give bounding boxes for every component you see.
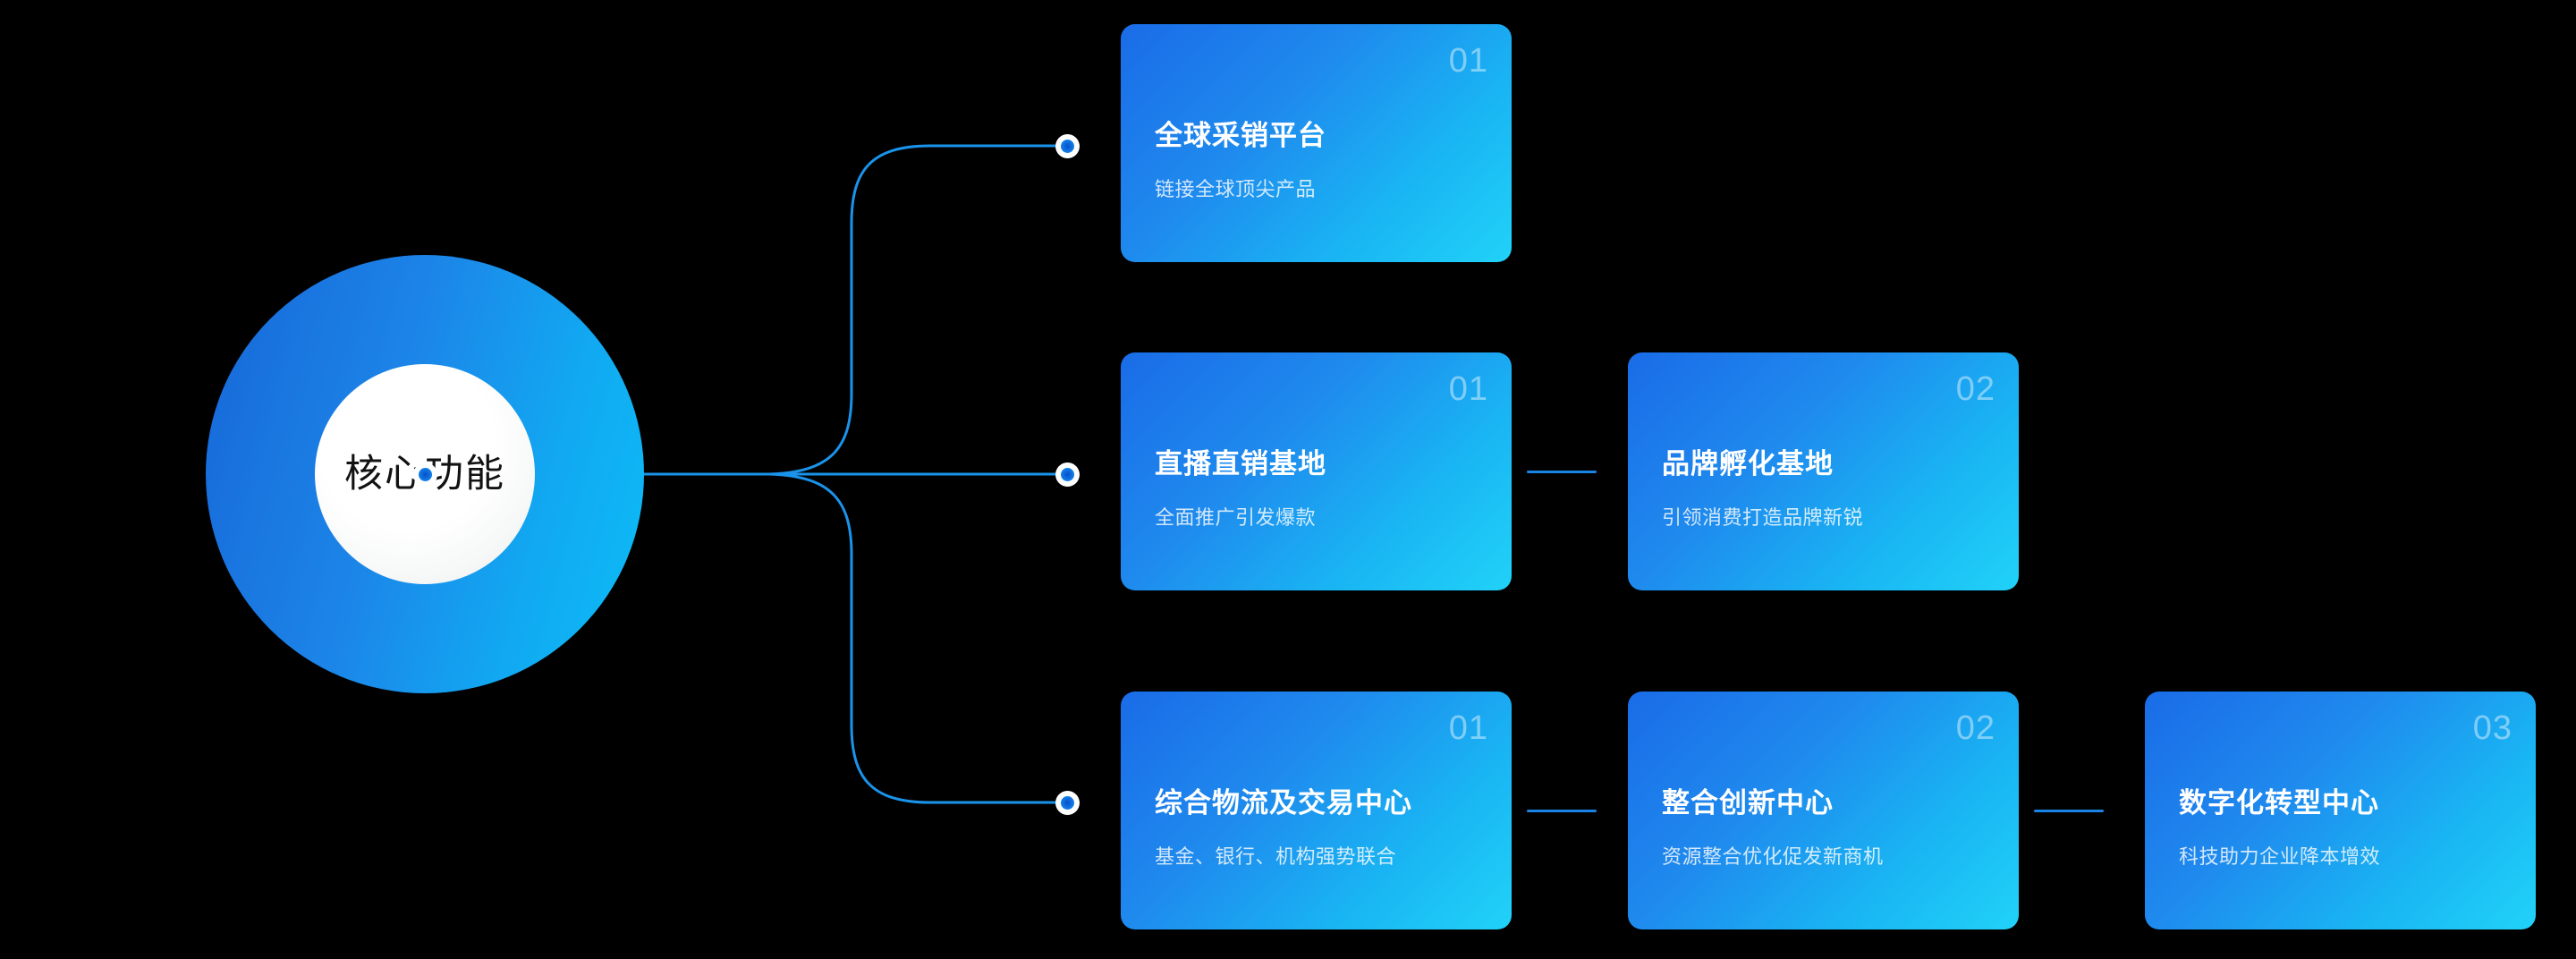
connector-branch-top	[768, 144, 1055, 476]
card-global-sourcing-platform[interactable]: 01 全球采销平台 链接全球顶尖产品	[1121, 24, 1512, 262]
card-number: 03	[2472, 709, 2512, 747]
card-subtitle: 引领消费打造品牌新锐	[1662, 506, 1864, 529]
card-subtitle: 链接全球顶尖产品	[1155, 178, 1317, 200]
card-title: 综合物流及交易中心	[1155, 787, 1412, 819]
node-dot-branch-middle[interactable]	[1055, 463, 1080, 487]
card-live-streaming-base[interactable]: 01 直播直销基地 全面推广引发爆款	[1121, 352, 1512, 590]
card-digital-transformation-center[interactable]: 03 数字化转型中心 科技助力企业降本增效	[2145, 692, 2536, 929]
card-link-row2-1to2	[1527, 471, 1597, 473]
node-dot-hub[interactable]	[413, 463, 437, 487]
card-subtitle: 科技助力企业降本增效	[2179, 845, 2381, 868]
card-number: 02	[1955, 370, 1996, 408]
connector-branch-bottom	[768, 472, 1055, 804]
node-dot-branch-top[interactable]	[1055, 134, 1080, 158]
card-number: 01	[1448, 370, 1488, 408]
card-integrated-innovation-center[interactable]: 02 整合创新中心 资源整合优化促发新商机	[1628, 692, 2019, 929]
card-subtitle: 全面推广引发爆款	[1155, 506, 1317, 529]
card-title: 品牌孵化基地	[1662, 448, 1834, 480]
card-number: 02	[1955, 709, 1996, 747]
card-title: 全球采销平台	[1155, 120, 1326, 151]
card-title: 直播直销基地	[1155, 448, 1326, 480]
card-link-row3-2to3	[2034, 810, 2104, 812]
card-brand-incubation-base[interactable]: 02 品牌孵化基地 引领消费打造品牌新锐	[1628, 352, 2019, 590]
node-dot-branch-bottom[interactable]	[1055, 791, 1080, 815]
card-number: 01	[1448, 42, 1488, 80]
card-subtitle: 基金、银行、机构强势联合	[1155, 845, 1397, 868]
card-title: 数字化转型中心	[2179, 787, 2379, 819]
card-title: 整合创新中心	[1662, 787, 1834, 819]
card-subtitle: 资源整合优化促发新商机	[1662, 845, 1884, 868]
card-link-row3-1to2	[1527, 810, 1597, 812]
card-number: 01	[1448, 709, 1488, 747]
card-logistics-trading-center[interactable]: 01 综合物流及交易中心 基金、银行、机构强势联合	[1121, 692, 1512, 929]
